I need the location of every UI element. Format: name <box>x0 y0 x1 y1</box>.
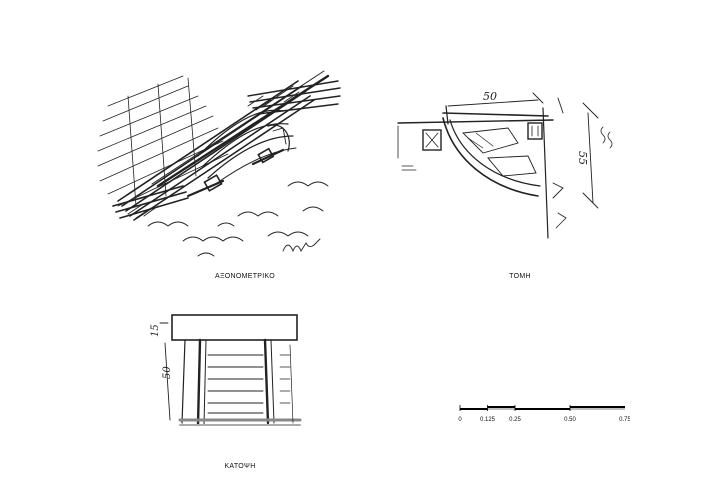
section-sketch: 50 55 <box>397 90 613 239</box>
scale-label: 0.25 <box>509 417 521 423</box>
scale-label: 0.125 <box>480 417 496 423</box>
axonometric-caption: ΑΞΟΝΟΜΕΤΡΙΚΟ <box>214 273 276 280</box>
plan-dim-left-mid: 50 <box>162 366 173 379</box>
section-caption: ΤΟΜΗ <box>509 273 531 280</box>
plan-caption: ΚΑΤΟΨΗ <box>224 463 256 470</box>
scale-label: 0.75 <box>619 417 630 423</box>
scale-segment <box>570 406 625 408</box>
section-dim-top: 50 <box>483 90 497 103</box>
scale-segment <box>487 406 515 408</box>
plan-dim-left-top: 15 <box>150 324 161 337</box>
axonometric-sketch <box>97 70 341 257</box>
scale-bar-labels: 0 0.125 0.25 0.50 0.75 <box>458 417 630 423</box>
scale-bar: 0 0.125 0.25 0.50 0.75 <box>458 405 630 423</box>
scale-label: 0.50 <box>564 417 576 423</box>
section-dim-right: 55 <box>576 151 589 165</box>
scale-bar-segments <box>459 405 625 411</box>
plan-sketch: 15 50 <box>150 314 302 427</box>
scale-label: 0 <box>458 417 462 423</box>
